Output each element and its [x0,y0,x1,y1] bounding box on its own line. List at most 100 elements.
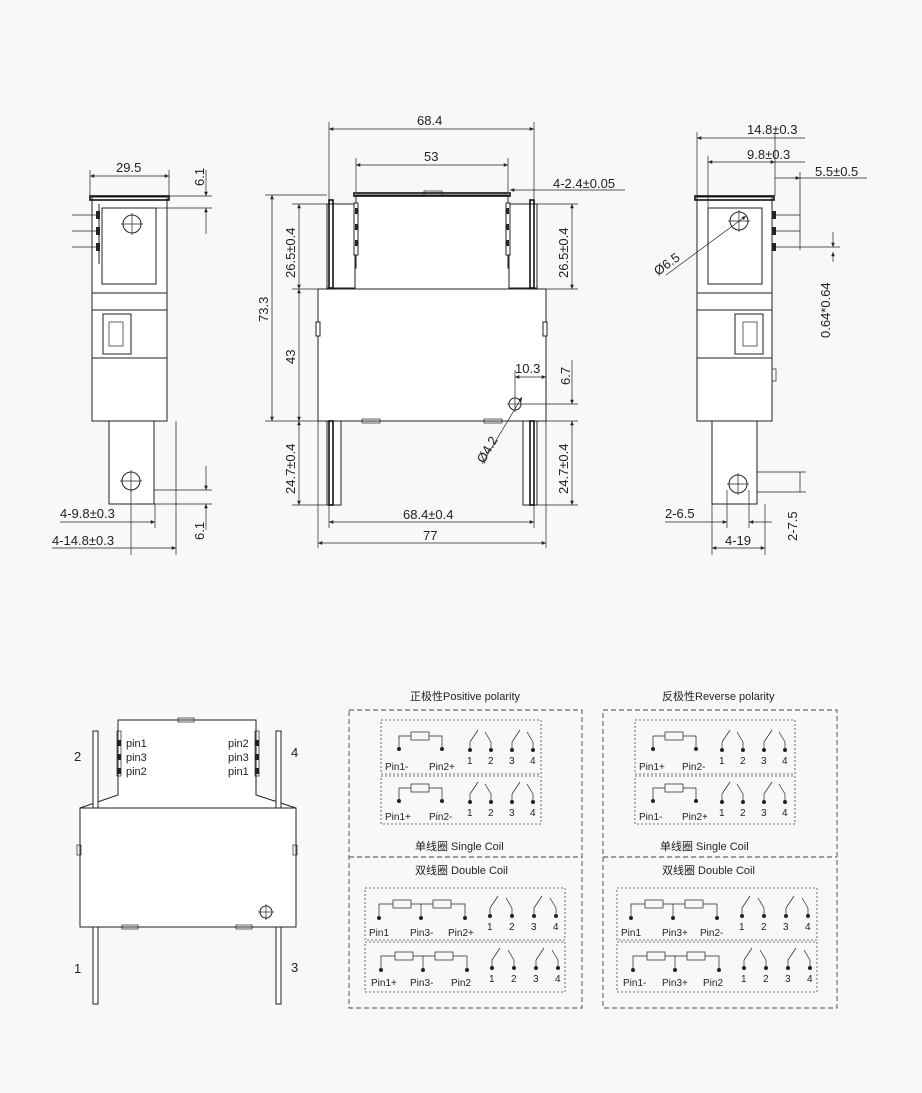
contact-number: 4 [530,808,536,819]
contact-blade [801,897,809,909]
dim-front-upper-right: 26.5±0.4 [556,227,571,278]
right-lower-terminal [711,420,758,505]
coil-wire [652,787,665,801]
dim-front-hole-x: 10.3 [515,361,540,376]
contact-blade [551,949,559,961]
front-lower-left-terminal [326,420,342,506]
coil-wire [378,903,393,918]
dim-right-bottom-width: 4-19 [725,533,751,548]
contact-blade [803,949,811,961]
contact-number: 4 [555,974,561,985]
coil-pin-label: Pin1 [621,928,641,939]
coil-pin-label: Pin2- [700,928,723,939]
pin-label-left-3: pin2 [126,766,147,778]
contact-number: 2 [488,808,494,819]
coil-pin-label: Pin3- [410,978,433,989]
reverse-single-coil-a: Pin1+ Pin2- [634,719,796,775]
contact-number: 2 [761,922,767,933]
coil-pin-label: Pin2 [451,978,471,989]
contact-number: 2 [511,974,517,985]
positive-single-coil-b: Pin1+ Pin2- [380,775,542,825]
left-side-view: 29.5 6.1 6.1 4-9.8±0.3 4-14.8±0.3 [52,160,212,555]
contact-blade [484,783,492,795]
coil-pin-label: Pin1 [369,928,389,939]
dim-front-body-height: 43 [283,350,298,364]
dim-front-lower-right: 24.7±0.4 [556,443,571,494]
contact-number: 3 [783,922,789,933]
coil-symbol [684,899,704,909]
coil-pin-label: Pin2- [682,762,705,773]
reverse-double-coil-a: Pin1 Pin3+ Pin2- [616,887,818,941]
contact-blade [533,895,543,909]
contact-blade [778,731,786,743]
dim-left-hole-inner: 4-9.8±0.3 [60,506,115,521]
positive-polarity-title: 正极性Positive polarity [410,689,521,703]
contact-number: 1 [741,974,747,985]
left-lower-terminal [108,420,155,505]
contact-blade [526,783,534,795]
contact-blade [763,781,773,795]
contact-number: 2 [740,756,746,767]
dim-right-pin-offset: 5.5±0.5 [815,164,858,179]
coil-pin-label: Pin3+ [662,928,688,939]
terminal-number-2: 2 [74,749,81,764]
reverse-double-coil-b: Pin1- Pin3+ Pin2 [616,941,818,993]
positive-double-coil-b: Pin1+ Pin3- Pin2 [364,941,566,993]
contact-blade [721,781,731,795]
contact-number: 2 [740,808,746,819]
terminal-4 [275,730,282,809]
contact-number: 4 [807,974,813,985]
positive-double-coil-label: 双线圈 Double Coil [415,863,508,877]
coil-pin-label: Pin3+ [662,978,688,989]
coil-pin-label: Pin3- [410,928,433,939]
contact-number: 3 [531,922,537,933]
reverse-double-coil-label: 双线圈 Double Coil [662,863,755,877]
reverse-single-coil-label: 单线圈 Single Coil [660,839,749,853]
coil-wire [705,955,720,970]
coil-pin-label: Pin2- [429,812,452,823]
pin-label-right-1: pin2 [228,738,249,750]
contact-blade [785,895,795,909]
coil-pin-label: Pin1- [623,978,646,989]
coil-wire [683,787,697,801]
positive-double-coil-a: Pin1 Pin3- Pin2+ [364,887,566,941]
contact-number: 1 [719,756,725,767]
contact-blade [469,781,479,795]
contact-number: 4 [805,922,811,933]
contact-number: 3 [761,808,767,819]
coil-wire [451,903,466,918]
coil-symbol [394,951,414,961]
contact-number: 4 [530,756,536,767]
contact-blade [778,783,786,795]
coil-wire [652,735,665,749]
coil-wire [630,903,645,918]
reverse-single-coil-b: Pin1- Pin2+ [634,775,796,825]
left-upper-inner [101,207,157,285]
contact-blade [491,947,501,961]
dim-front-slot-width: 4-2.4±0.05 [553,176,615,191]
coil-pin-label: Pin2+ [682,812,708,823]
coil-symbol [664,783,684,793]
coil-wire [683,735,697,749]
contact-number: 1 [719,808,725,819]
coil-pin-label: Pin1+ [385,812,411,823]
coil-wire [398,787,411,801]
coil-wire [398,735,411,749]
contact-number: 4 [782,808,788,819]
coil-pin-label: Pin1+ [639,762,665,773]
dim-front-upper-left: 26.5±0.4 [283,227,298,278]
contact-number: 3 [509,808,515,819]
contact-blade [505,897,513,909]
dim-left-hole-outer: 4-14.8±0.3 [52,533,114,548]
reverse-polarity-panel [602,709,838,1009]
terminal-number-3: 3 [291,960,298,975]
contact-blade [741,895,751,909]
contact-number: 3 [509,756,515,767]
dim-left-bottom-offset: 6.1 [192,522,207,540]
coil-symbol [664,731,684,741]
coil-symbol [410,731,430,741]
coil-symbol [686,951,706,961]
terminal-1 [92,926,99,1005]
